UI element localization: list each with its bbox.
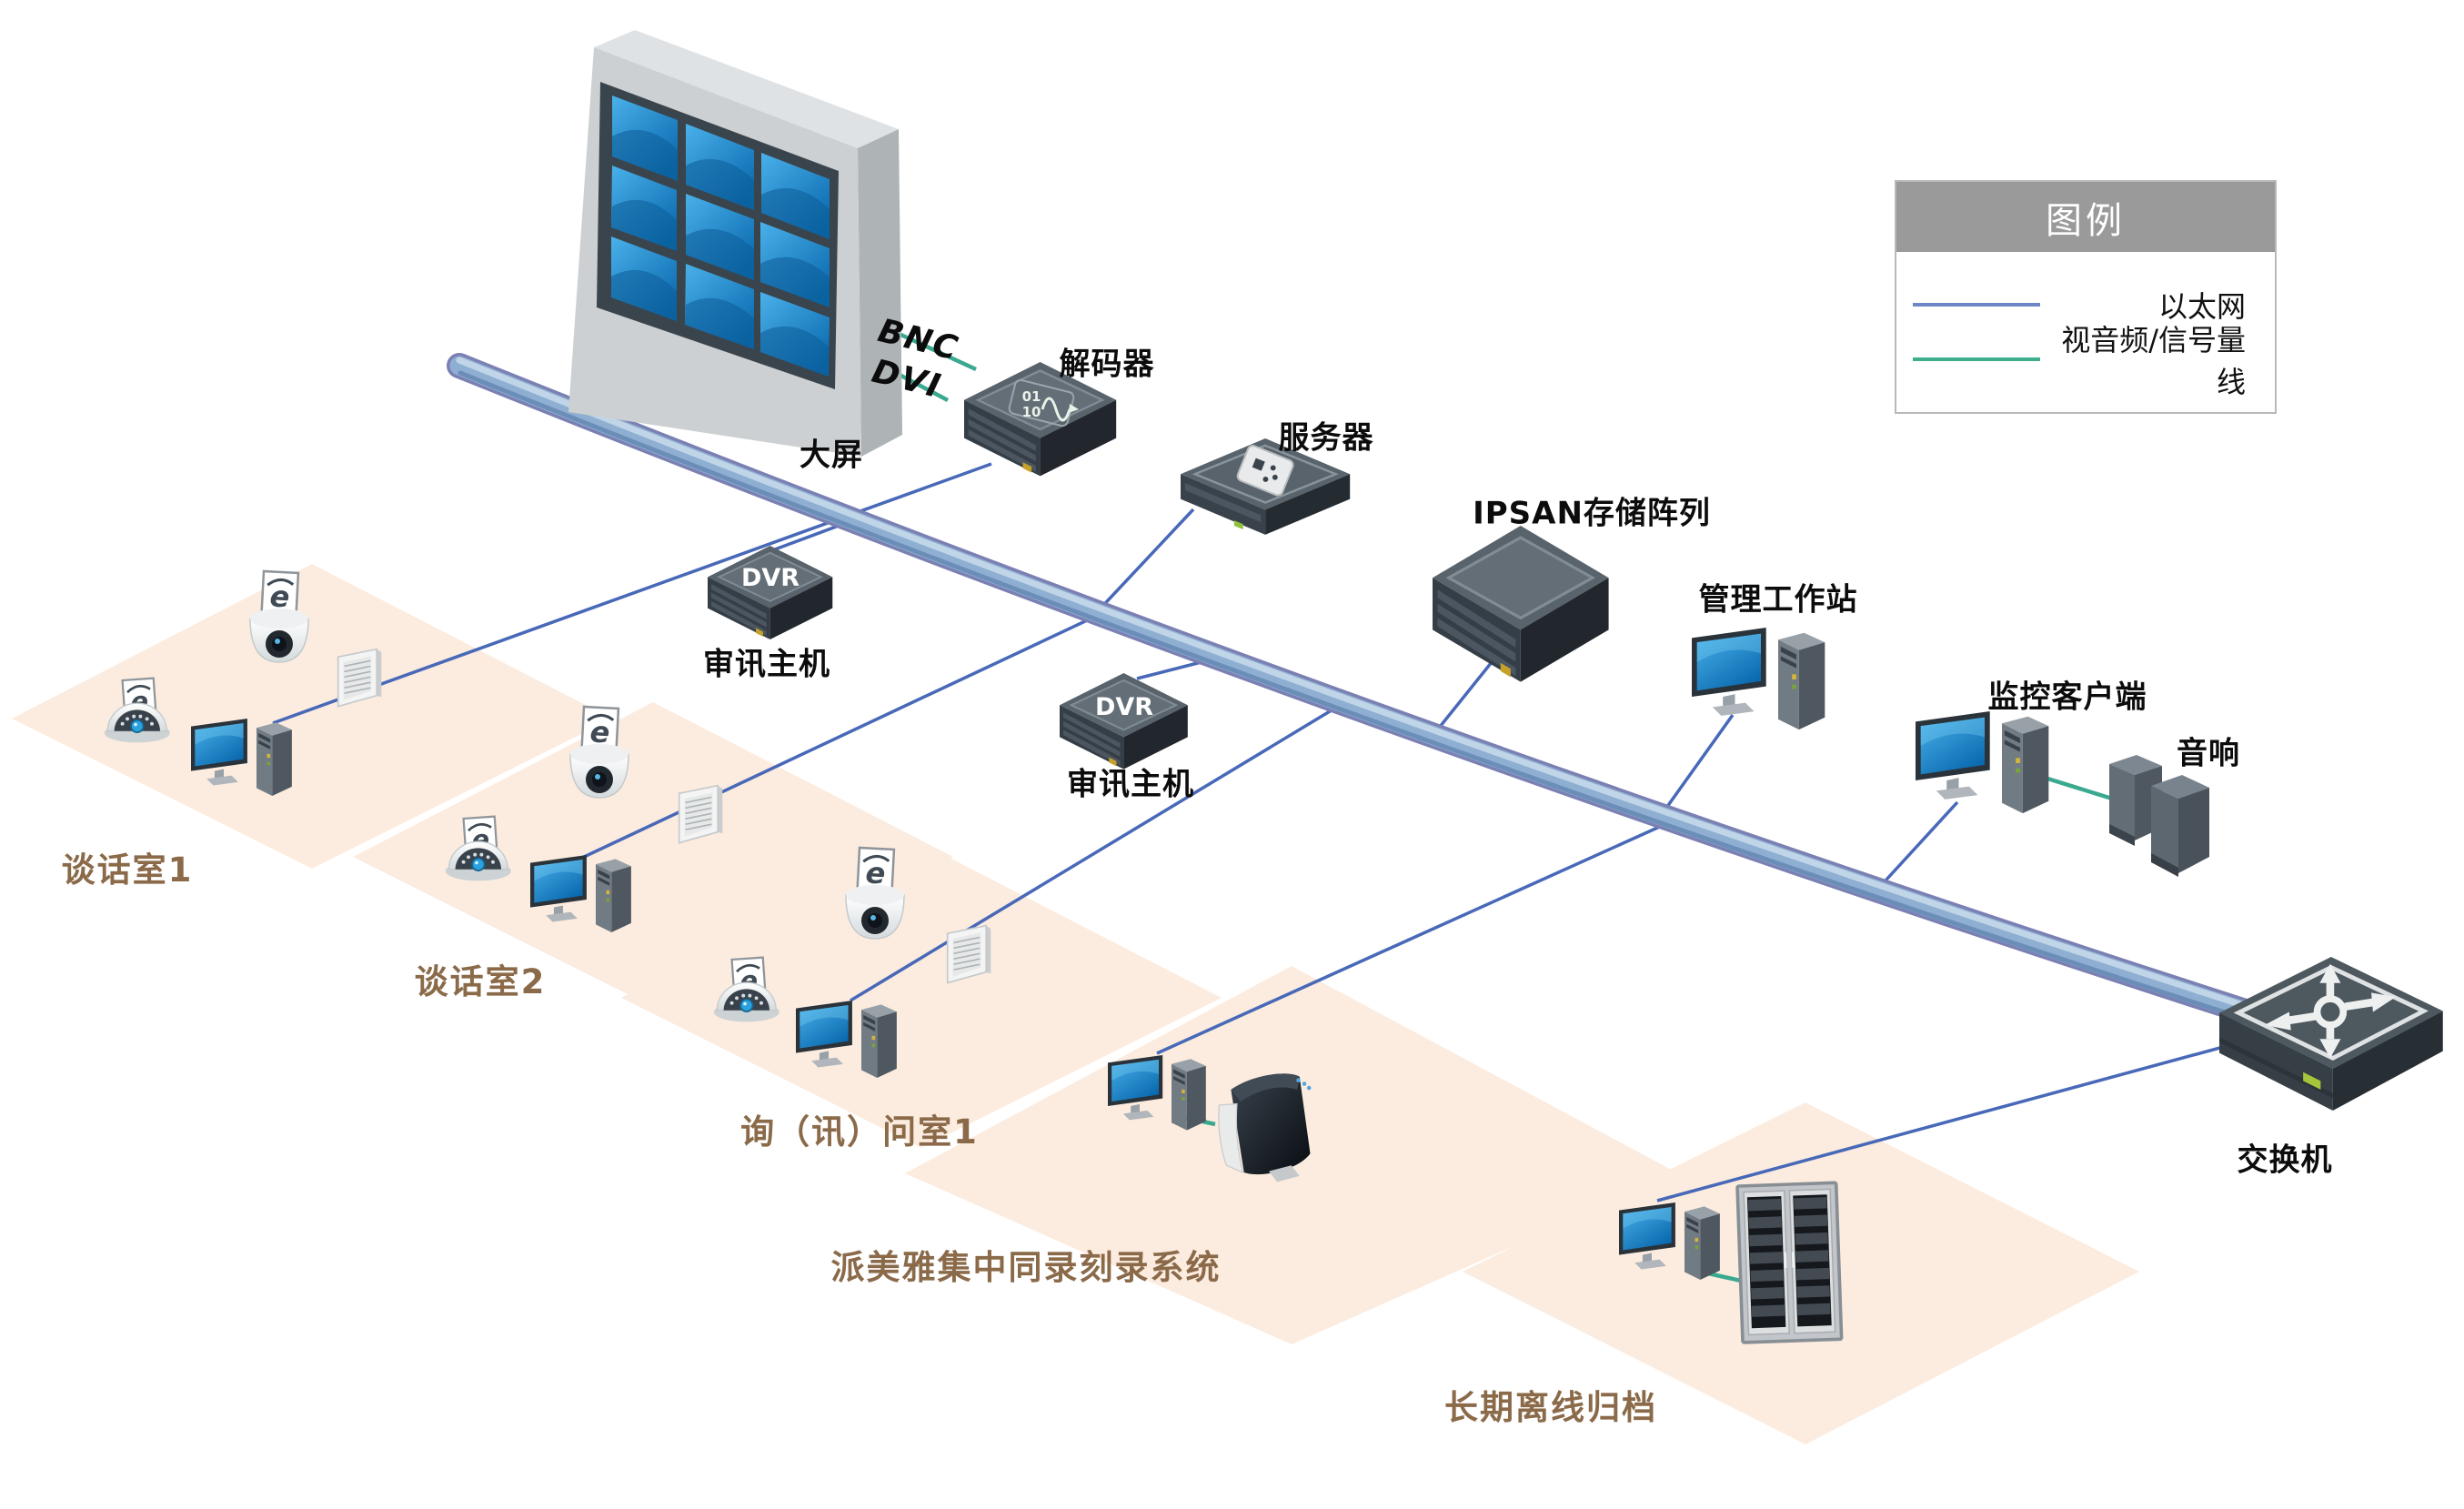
ethernet-line-client — [1875, 800, 1959, 892]
legend-row-ethernet: 以太网 — [1896, 277, 2275, 332]
switch-arrows-icon — [2313, 995, 2348, 1029]
dvr1-badge: DVR — [741, 564, 800, 592]
label-switch: 交换机 — [2237, 1142, 2333, 1179]
signal-wave-icon — [1041, 397, 1071, 422]
disc-cabinet-device — [1735, 1181, 1844, 1344]
label-speakers: 音响 — [2177, 735, 2240, 772]
ethernet-line-ipsan — [1431, 660, 1493, 738]
ethernet-line-decoder-room1 — [272, 462, 992, 725]
backbone-trunk — [447, 353, 2338, 1050]
label-room3: 询（讯）问室1 — [740, 1112, 979, 1152]
label-dvr2: 审讯主机 — [1067, 766, 1194, 803]
legend-av-label: 视音频/信号量线 — [2061, 323, 2246, 399]
ethernet-line-sample — [1913, 303, 2040, 307]
label-monitor-client: 监控客户端 — [1987, 679, 2147, 716]
video-wall — [568, 30, 902, 457]
legend-box: 图例 以太网 视音频/信号量线 — [1895, 180, 2277, 414]
legend-ethernet-label: 以太网 — [2157, 289, 2246, 324]
ethernet-line-mgmt — [1658, 713, 1735, 819]
speakers-device — [2109, 755, 2209, 877]
ipsan-device — [1431, 524, 1611, 684]
archive-cabinet-cable — [1707, 1271, 1742, 1283]
label-dvr1: 审讯主机 — [703, 646, 830, 683]
ethernet-links — [272, 462, 2228, 1202]
label-server: 服务器 — [1278, 419, 1374, 457]
switch-device — [2219, 957, 2443, 1111]
label-room1: 谈话室1 — [61, 850, 194, 890]
legend-title: 图例 — [1896, 182, 2275, 252]
ethernet-line-room2 — [581, 612, 1101, 860]
av-line-sample — [1913, 357, 2040, 361]
dvr2-badge: DVR — [1095, 693, 1153, 721]
ethernet-line-room3 — [850, 701, 1344, 1002]
label-decoder: 解码器 — [1059, 346, 1155, 383]
ethernet-line-archive-switch — [1656, 1044, 2228, 1202]
ethernet-line-server — [1094, 508, 1195, 615]
decoder-icon-binary-top: 01 — [1022, 388, 1041, 405]
decoder-top-icon: 01 10 — [1008, 378, 1079, 428]
room1-area — [12, 564, 612, 869]
mgmt-workstation-device — [1692, 628, 1825, 730]
monitor-client-device — [1916, 711, 2049, 814]
ethernet-line-burn — [1156, 819, 1675, 1055]
label-archive: 长期离线归档 — [1444, 1388, 1657, 1427]
decoder-icon-binary-bottom: 10 — [1022, 404, 1041, 420]
legend-row-av: 视音频/信号量线 — [1896, 323, 2275, 399]
label-burn-system: 派美雅集中同录刻录系统 — [830, 1248, 1222, 1287]
label-ipsan: IPSAN存储阵列 — [1473, 495, 1711, 532]
label-mgmt-workstation: 管理工作站 — [1698, 581, 1858, 619]
room3-area — [621, 843, 1222, 1148]
label-room2: 谈话室2 — [414, 962, 547, 1001]
disc-printer-device — [1218, 1073, 1312, 1182]
label-big-screen: 大屏 — [800, 437, 863, 474]
video-wall-screens — [611, 96, 830, 377]
